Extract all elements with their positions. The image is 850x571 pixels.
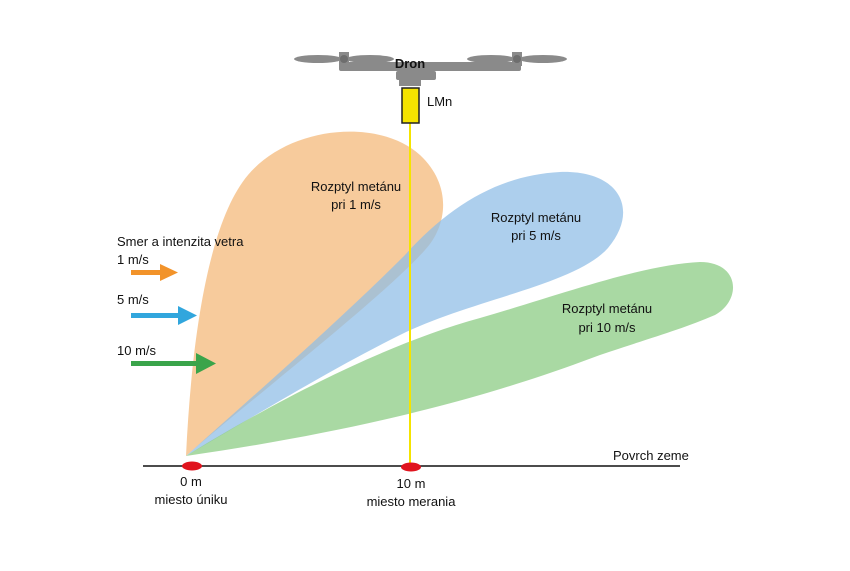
- wind-10ms-arrow-icon: [131, 353, 216, 374]
- plume-1ms-title: Rozptyl metánu: [311, 179, 401, 194]
- drone-icon: [294, 52, 567, 86]
- plume-5ms-title: Rozptyl metánu: [491, 210, 581, 225]
- wind-1ms-label: 1 m/s: [117, 252, 149, 267]
- leak-distance: 0 m: [180, 474, 202, 489]
- drone-label: Dron: [395, 56, 425, 71]
- plume-10ms-speed: pri 10 m/s: [578, 320, 636, 335]
- wind-5ms-arrow-icon: [131, 306, 197, 325]
- measurement-point-marker: [401, 462, 421, 472]
- plume-1ms: [186, 131, 444, 456]
- plume-10ms-title: Rozptyl metánu: [562, 301, 652, 316]
- ground-label: Povrch zeme: [613, 448, 689, 463]
- wind-1ms-arrow-icon: [131, 264, 178, 281]
- plume-5ms-speed: pri 5 m/s: [511, 228, 561, 243]
- wind-legend-title: Smer a intenzita vetra: [117, 234, 244, 249]
- measurement-caption: miesto merania: [367, 494, 457, 509]
- plume-10ms: [186, 262, 734, 456]
- sensor-box: [401, 87, 420, 124]
- wind-10ms-label: 10 m/s: [117, 343, 157, 358]
- leak-point-marker: [182, 461, 202, 471]
- measurement-distance: 10 m: [397, 476, 426, 491]
- plume-5ms: [186, 171, 624, 456]
- sensor-label: LMn: [427, 94, 452, 109]
- wind-5ms-label: 5 m/s: [117, 292, 149, 307]
- plume-1ms-speed: pri 1 m/s: [331, 197, 381, 212]
- leak-caption: miesto úniku: [155, 492, 228, 507]
